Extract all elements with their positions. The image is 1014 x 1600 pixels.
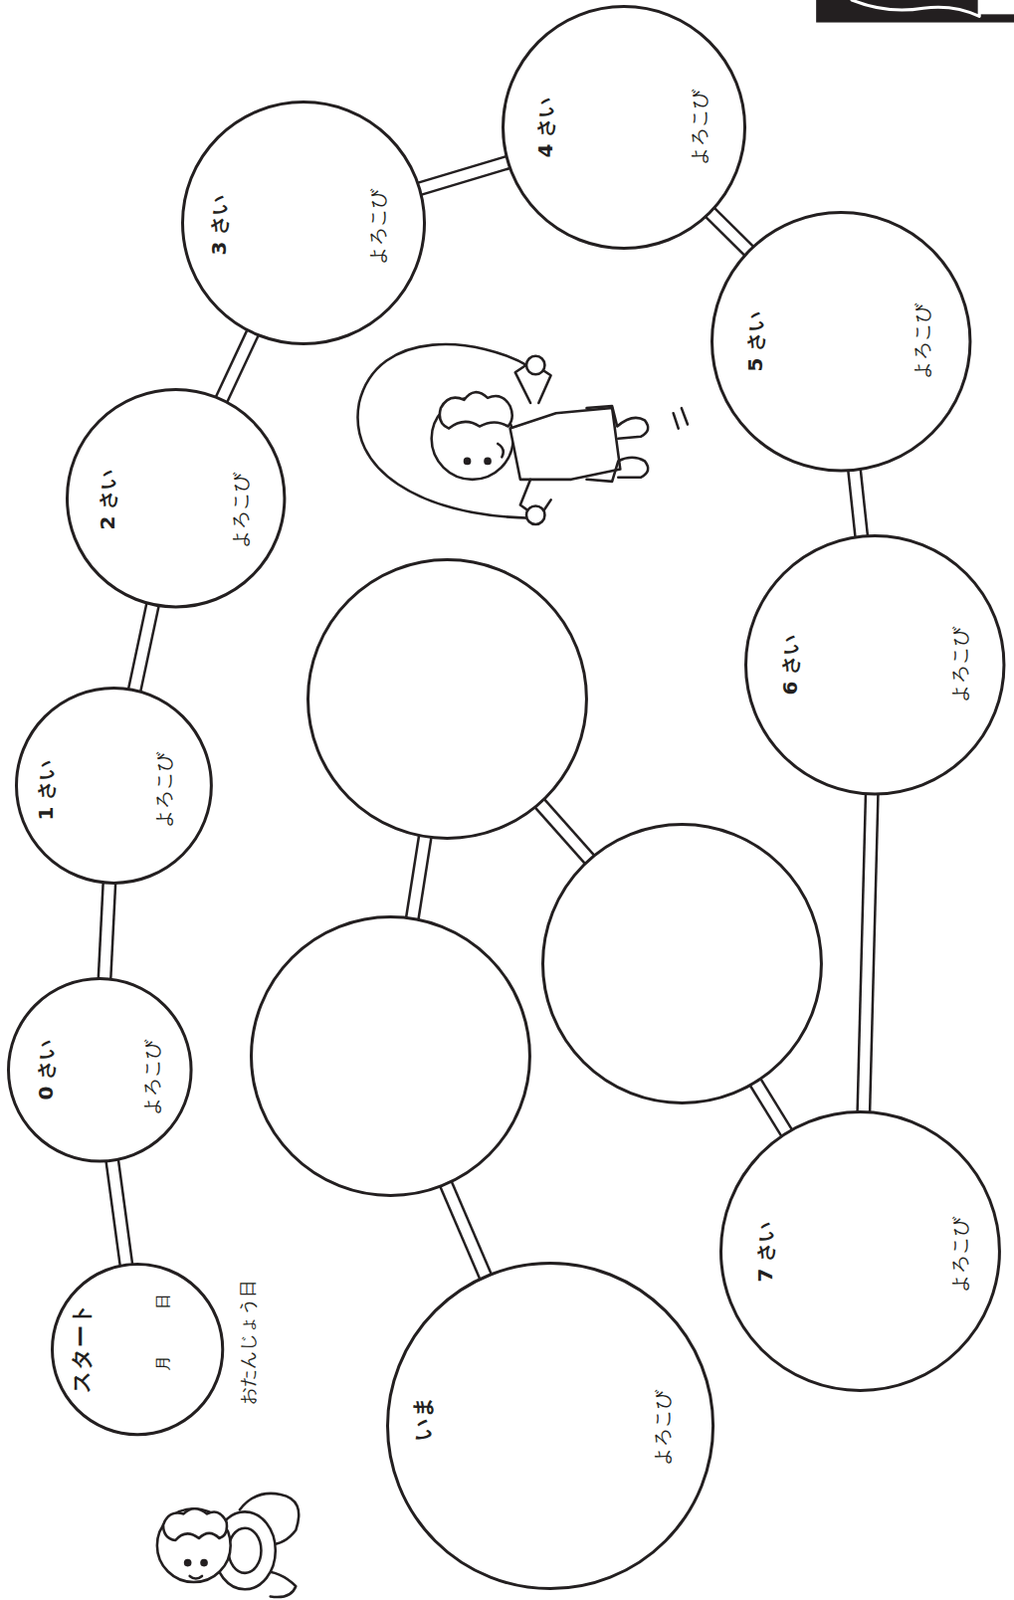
stage-circle: [306, 558, 589, 840]
stage-circle: [249, 915, 532, 1198]
stage-note: よろこび: [228, 472, 250, 549]
connector-outer: [411, 833, 426, 921]
connector-outer: [220, 330, 254, 402]
stage-title: スタート: [69, 1302, 94, 1394]
circle-shape: [543, 824, 822, 1104]
connector-inner: [754, 1080, 789, 1136]
connector-outer: [444, 1181, 487, 1279]
connector-inner: [537, 801, 592, 862]
double-connector: [111, 1158, 127, 1268]
stage-circle: 3 さい よろこび: [181, 100, 426, 346]
connector-outer: [863, 792, 872, 1116]
stage-note: よろこび: [367, 189, 389, 265]
double-connector: [863, 792, 872, 1116]
stage-circle: 0 さい よろこび: [6, 977, 194, 1164]
stage-title: 2 さい: [96, 469, 119, 531]
stage-circle: いま よろこび: [386, 1261, 715, 1591]
stage-title: 1 さい: [34, 760, 57, 821]
connector-outer: [853, 467, 862, 540]
stage-circle: 7 さい よろこび: [719, 1110, 1002, 1393]
stage-note: よろこび: [688, 89, 710, 166]
stage-note: よろこび: [153, 752, 175, 828]
circle-shape: [66, 389, 284, 607]
double-connector: [417, 161, 512, 190]
stage-circle: スタート月日おたんじょう日: [50, 1262, 224, 1436]
stage-circle: 4 さい よろこび: [501, 4, 747, 250]
stage-title: 4 さい: [534, 97, 557, 159]
stage-note: 月: [154, 1355, 173, 1372]
connector-outer: [417, 161, 512, 190]
stage-note: よろこび: [948, 1216, 970, 1293]
connector-inner: [134, 602, 154, 693]
double-connector: [134, 602, 154, 693]
stage-note: よろこび: [140, 1039, 162, 1116]
double-connector: [220, 330, 254, 402]
connector-outer: [537, 801, 592, 862]
stage-circle: 1 さい よろこび: [14, 686, 213, 885]
double-connector: [537, 801, 592, 862]
connector-inner: [708, 210, 751, 253]
circle-shape: [720, 1112, 1000, 1392]
circle-outline: [249, 915, 532, 1198]
circle-outline: [306, 558, 589, 840]
connector-inner: [411, 833, 426, 921]
stage-title: 7 さい: [754, 1220, 777, 1282]
jump-rope-child: [358, 344, 688, 525]
connector-inner: [111, 1158, 127, 1268]
circle-shape: [746, 536, 1005, 795]
corner-tab: [815, 0, 1014, 23]
stage-title: いま: [410, 1395, 435, 1441]
stage-title: 0 さい: [34, 1039, 57, 1101]
circle-shape: [503, 6, 746, 249]
connector-outer: [111, 1158, 127, 1268]
stage-circle: 2 さい よろこび: [65, 388, 286, 609]
connector-inner: [220, 330, 254, 402]
circle-shape: [52, 1264, 223, 1435]
double-connector: [104, 880, 110, 983]
double-connector: [411, 833, 426, 921]
circle-shape: [251, 916, 531, 1196]
connector-inner: [863, 792, 872, 1116]
stage-circle: [541, 822, 823, 1105]
stage-circle: 6 さい よろこび: [744, 534, 1006, 796]
stage-note: よろこび: [651, 1390, 673, 1466]
stage-title: 6 さい: [779, 634, 802, 696]
circle-shape: [711, 212, 970, 471]
double-connector: [708, 210, 751, 253]
connector-inner: [104, 880, 110, 983]
circle-shape: [16, 687, 212, 883]
connector-outer: [708, 210, 751, 253]
double-connector: [444, 1181, 487, 1279]
connector-inner: [853, 467, 862, 540]
circle-shape: [307, 559, 587, 838]
double-connector: [853, 467, 862, 540]
connector-outer: [754, 1080, 789, 1136]
circle-shape: [8, 979, 193, 1163]
circle-shape: [387, 1263, 713, 1590]
stage-title: 3 さい: [207, 194, 230, 255]
stage-circle: 5 さい よろこび: [710, 210, 972, 472]
circle-outline: [541, 822, 823, 1105]
small-child: [157, 1493, 299, 1598]
stage-note: よろこび: [910, 303, 932, 380]
stage-title: 5 さい: [744, 311, 767, 373]
stage-note: 日: [154, 1293, 173, 1310]
connector-inner: [417, 161, 512, 190]
stage-note: よろこび: [948, 626, 970, 703]
connector-inner: [444, 1181, 487, 1279]
stage-note: おたんじょう日: [237, 1279, 258, 1406]
circle-shape: [183, 102, 425, 345]
double-connector: [754, 1080, 789, 1136]
connector-outer: [134, 602, 154, 693]
connector-outer: [104, 880, 110, 983]
